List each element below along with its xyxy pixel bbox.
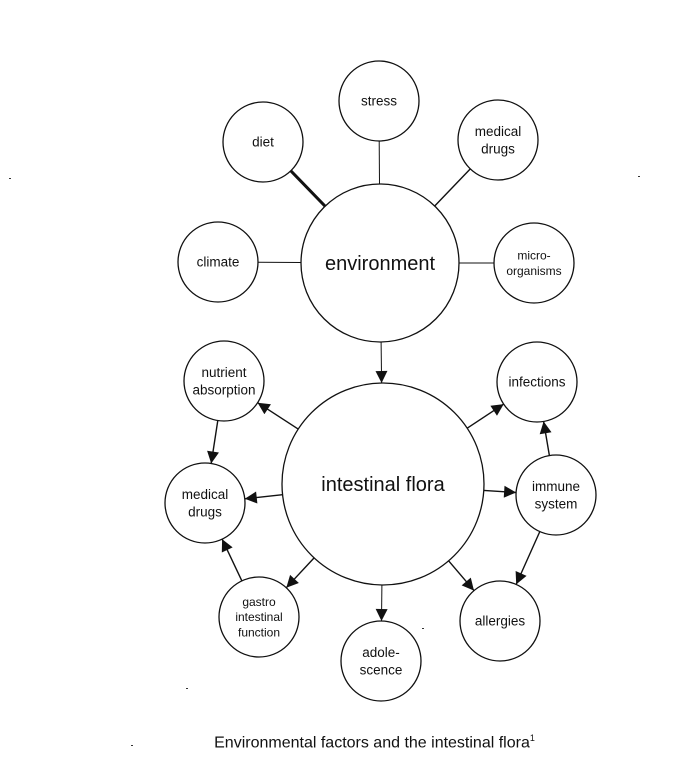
node-label: medical bbox=[475, 124, 522, 139]
node-label: drugs bbox=[188, 504, 222, 519]
node-label: medical bbox=[182, 487, 229, 502]
caption-footnote: 1 bbox=[529, 733, 535, 743]
node-label: infections bbox=[508, 375, 565, 390]
edges-layer bbox=[207, 140, 552, 622]
scan-speck bbox=[422, 628, 424, 629]
caption-text: Environmental factors and the intestinal… bbox=[214, 734, 530, 752]
node-label: absorption bbox=[192, 382, 255, 397]
node-circle bbox=[183, 340, 265, 422]
nodes-layer: stress diet medical drugs climate environment… bbox=[164, 60, 597, 702]
edge-intestinal-flora-to-allergies bbox=[448, 560, 475, 592]
node-medical-drugs-top: medical drugs bbox=[457, 99, 539, 181]
scan-speck bbox=[186, 688, 188, 689]
node-intestinal-flora: intestinal flora bbox=[281, 382, 485, 586]
node-label: function bbox=[238, 626, 280, 640]
node-label: diet bbox=[252, 135, 274, 150]
node-circle bbox=[340, 620, 422, 702]
edge-intestinal-flora-to-medical-drugs-left bbox=[244, 491, 283, 504]
edge-intestinal-flora-to-infections bbox=[466, 403, 505, 429]
edge-medical-drugs-top-to-environment bbox=[434, 168, 471, 207]
node-circle bbox=[338, 60, 420, 142]
edge-intestinal-flora-to-immune-system bbox=[483, 485, 517, 498]
node-circle bbox=[300, 183, 460, 343]
node-circle bbox=[164, 462, 246, 544]
edge-diet-to-environment bbox=[289, 169, 327, 208]
edge-immune-system-to-infections bbox=[539, 421, 552, 456]
scan-speck bbox=[638, 176, 640, 177]
node-circle bbox=[496, 341, 578, 423]
edge-environment-to-intestinal-flora bbox=[375, 341, 388, 384]
node-label: system bbox=[535, 496, 578, 511]
node-micro-organisms: micro-organisms bbox=[493, 222, 575, 304]
node-label: intestinal flora bbox=[321, 474, 445, 496]
node-immune-system: immune system bbox=[515, 454, 597, 536]
edge-gastro-intestinal-function-to-medical-drugs-left bbox=[221, 538, 243, 582]
edge-intestinal-flora-to-gastro-intestinal-function bbox=[285, 557, 315, 589]
node-allergies: allergies bbox=[459, 580, 541, 662]
node-circle bbox=[281, 382, 485, 586]
node-label: nutrient bbox=[201, 365, 246, 380]
node-circle bbox=[457, 99, 539, 181]
node-label: scence bbox=[360, 662, 403, 677]
node-nutrient-absorption: nutrient absorption bbox=[183, 340, 265, 422]
scan-speck bbox=[131, 745, 133, 746]
node-circle bbox=[177, 221, 259, 303]
node-label: organisms bbox=[506, 264, 561, 278]
node-circle bbox=[459, 580, 541, 662]
node-circle bbox=[515, 454, 597, 536]
node-label: micro- bbox=[517, 249, 550, 263]
edge-intestinal-flora-to-nutrient-absorption bbox=[257, 402, 299, 430]
edge-immune-system-to-allergies bbox=[515, 531, 541, 585]
node-label: intestinal bbox=[235, 610, 282, 624]
node-label: environment bbox=[325, 253, 436, 275]
figure-caption: Environmental factors and the intestinal… bbox=[0, 733, 679, 752]
node-circle bbox=[222, 101, 304, 183]
node-circle bbox=[493, 222, 575, 304]
node-medical-drugs-left: medical drugs bbox=[164, 462, 246, 544]
node-label: gastro bbox=[242, 595, 276, 609]
node-label: allergies bbox=[475, 614, 526, 629]
node-adolescence: adole-scence bbox=[340, 620, 422, 702]
node-label: drugs bbox=[481, 141, 515, 156]
scan-speck bbox=[9, 178, 11, 179]
node-environment: environment bbox=[300, 183, 460, 343]
node-stress: stress bbox=[338, 60, 420, 142]
node-diet: diet bbox=[222, 101, 304, 183]
node-label: climate bbox=[197, 255, 240, 270]
node-label: immune bbox=[532, 479, 580, 494]
node-infections: infections bbox=[496, 341, 578, 423]
node-label: adole- bbox=[362, 645, 400, 660]
node-circle bbox=[218, 576, 300, 658]
edge-nutrient-absorption-to-medical-drugs-left bbox=[207, 420, 219, 464]
node-label: stress bbox=[361, 94, 397, 109]
node-climate: climate bbox=[177, 221, 259, 303]
